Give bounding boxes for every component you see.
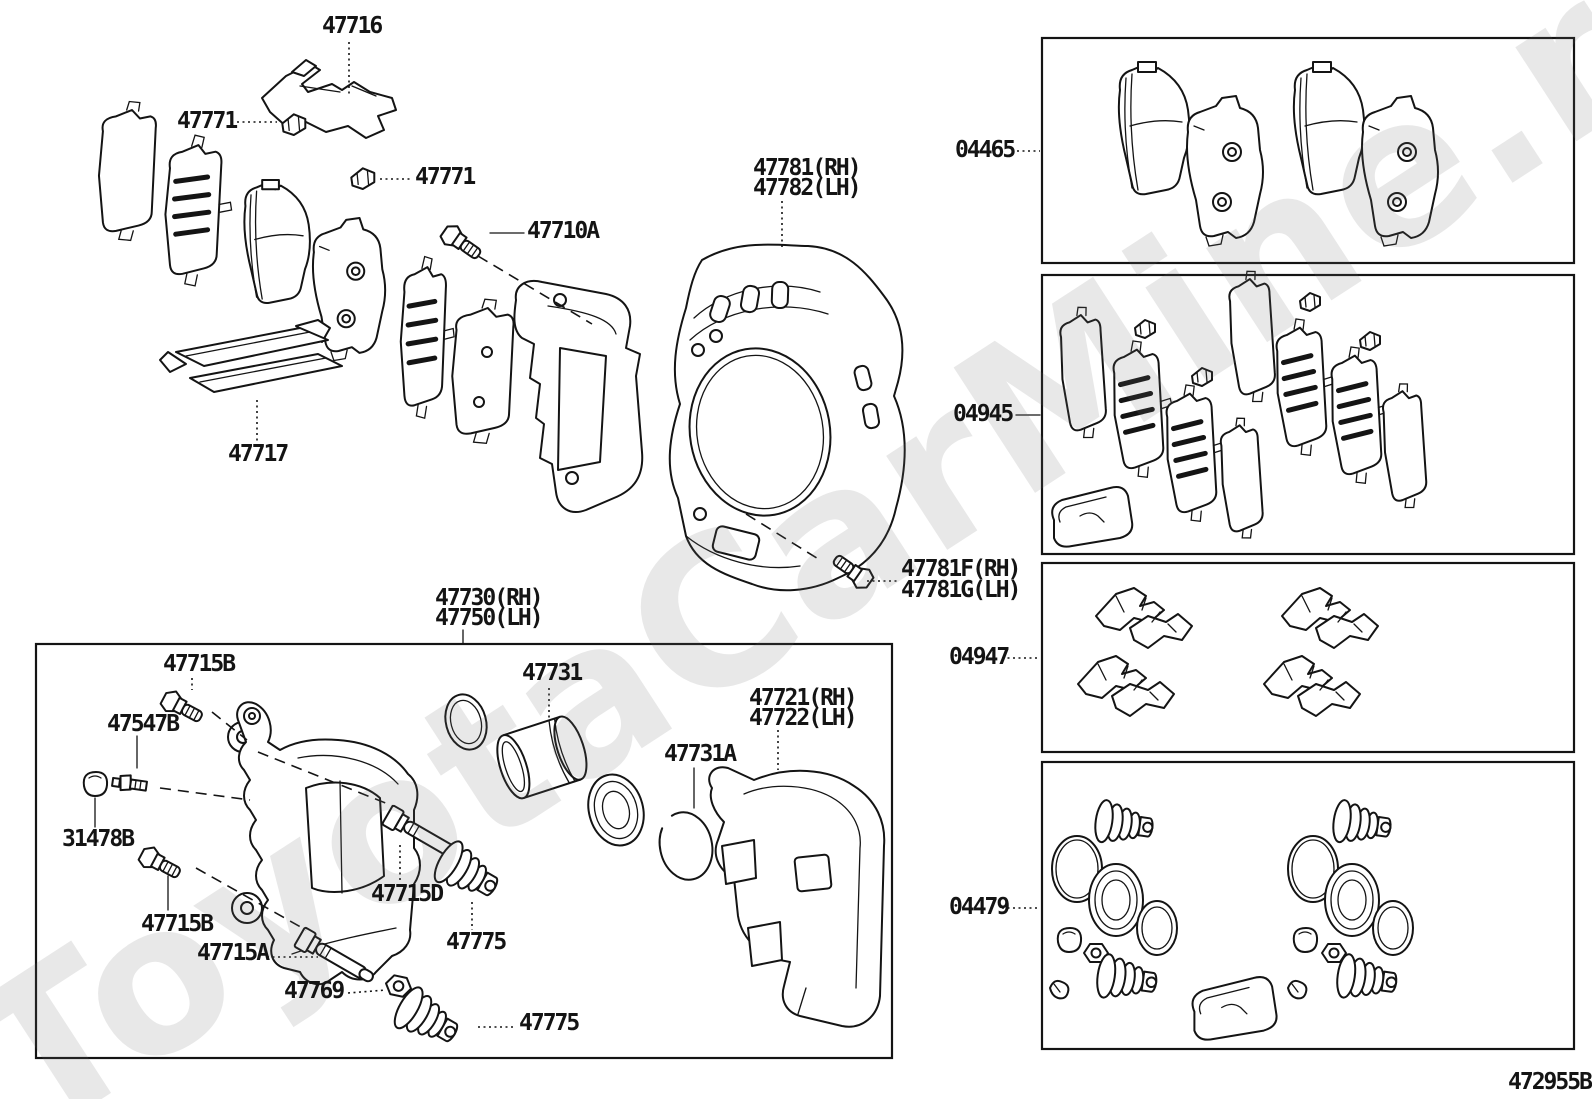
callout-47715b-top: 47715B [163, 651, 236, 677]
assembly-dash-lines [159, 255, 821, 931]
callout-47715a: 47715A [197, 940, 270, 966]
detail-box-caliper [34, 642, 894, 1060]
kit-box-04945 [1040, 273, 1576, 556]
leader-lines [95, 42, 1040, 1028]
callout-47781-rh: 47781(RH) [753, 155, 862, 181]
drawing-number: 472955B [1508, 1069, 1592, 1095]
kit-04465-pads [1117, 61, 1439, 247]
callout-47716: 47716 [322, 13, 383, 39]
callout-kit-04465: 04465 [955, 137, 1016, 163]
callout-47775-lower: 47775 [519, 1010, 580, 1036]
callout-47769: 47769 [284, 978, 345, 1004]
piston-dust-boot-rings [581, 768, 652, 852]
callout-47730-rh: 47730(RH) [435, 585, 544, 611]
callout-kit-04947: 04947 [949, 644, 1010, 670]
callout-47781g-lh: 47781G(LH) [901, 577, 1021, 603]
set-ring-47731a [653, 807, 718, 884]
callout-47717: 47717 [228, 441, 289, 467]
pad-clip-47771-right [350, 167, 376, 191]
caliper-mount-bolt-47715b-bottom [135, 842, 186, 884]
callout-47731a: 47731A [664, 741, 737, 767]
kit-04479-seals [1049, 798, 1414, 1041]
caliper-piston-47731 [491, 713, 593, 802]
callout-47715d: 47715D [371, 881, 444, 907]
callout-47722-lh: 47722(LH) [749, 705, 858, 731]
callout-47710a: 47710A [527, 218, 600, 244]
callout-kit-04945: 04945 [953, 401, 1014, 427]
callout-47775-upper: 47775 [446, 929, 507, 955]
piston-seal-ring [439, 690, 492, 754]
caliper-set-bolt-47710a [437, 220, 487, 265]
pad-support-plates-47717 [160, 320, 342, 392]
callout-47721-rh: 47721(RH) [749, 685, 858, 711]
caliper-body [228, 702, 420, 984]
callout-47771-right: 47771 [415, 164, 476, 190]
callout-47781f-rh: 47781F(RH) [901, 556, 1021, 582]
callout-47715b-bottom: 47715B [141, 911, 214, 937]
brake-pad-stack [97, 100, 515, 445]
kit-box-04947 [1040, 561, 1576, 754]
callout-47750-lh: 47750(LH) [435, 605, 544, 631]
bleeder-cap-31478b [82, 771, 109, 797]
kit-box-04465 [1040, 36, 1576, 265]
kit-box-04479 [1040, 760, 1576, 1051]
kit-04947-fittings [1077, 587, 1379, 717]
callout-47782-lh: 47782(LH) [753, 175, 862, 201]
callout-47771-left: 47771 [177, 108, 238, 134]
caliper-bracket-top [514, 281, 642, 512]
callout-kit-04479: 04479 [949, 894, 1010, 920]
callout-47547b: 47547B [107, 711, 180, 737]
callout-47731: 47731 [522, 660, 583, 686]
callout-31478b: 31478B [62, 826, 135, 852]
bleeder-plug-47547b [110, 771, 149, 795]
kit-04945-shims [1051, 268, 1433, 548]
disc-dust-cover-47781 [670, 245, 905, 591]
caliper-mounting-47721 [709, 767, 884, 1026]
